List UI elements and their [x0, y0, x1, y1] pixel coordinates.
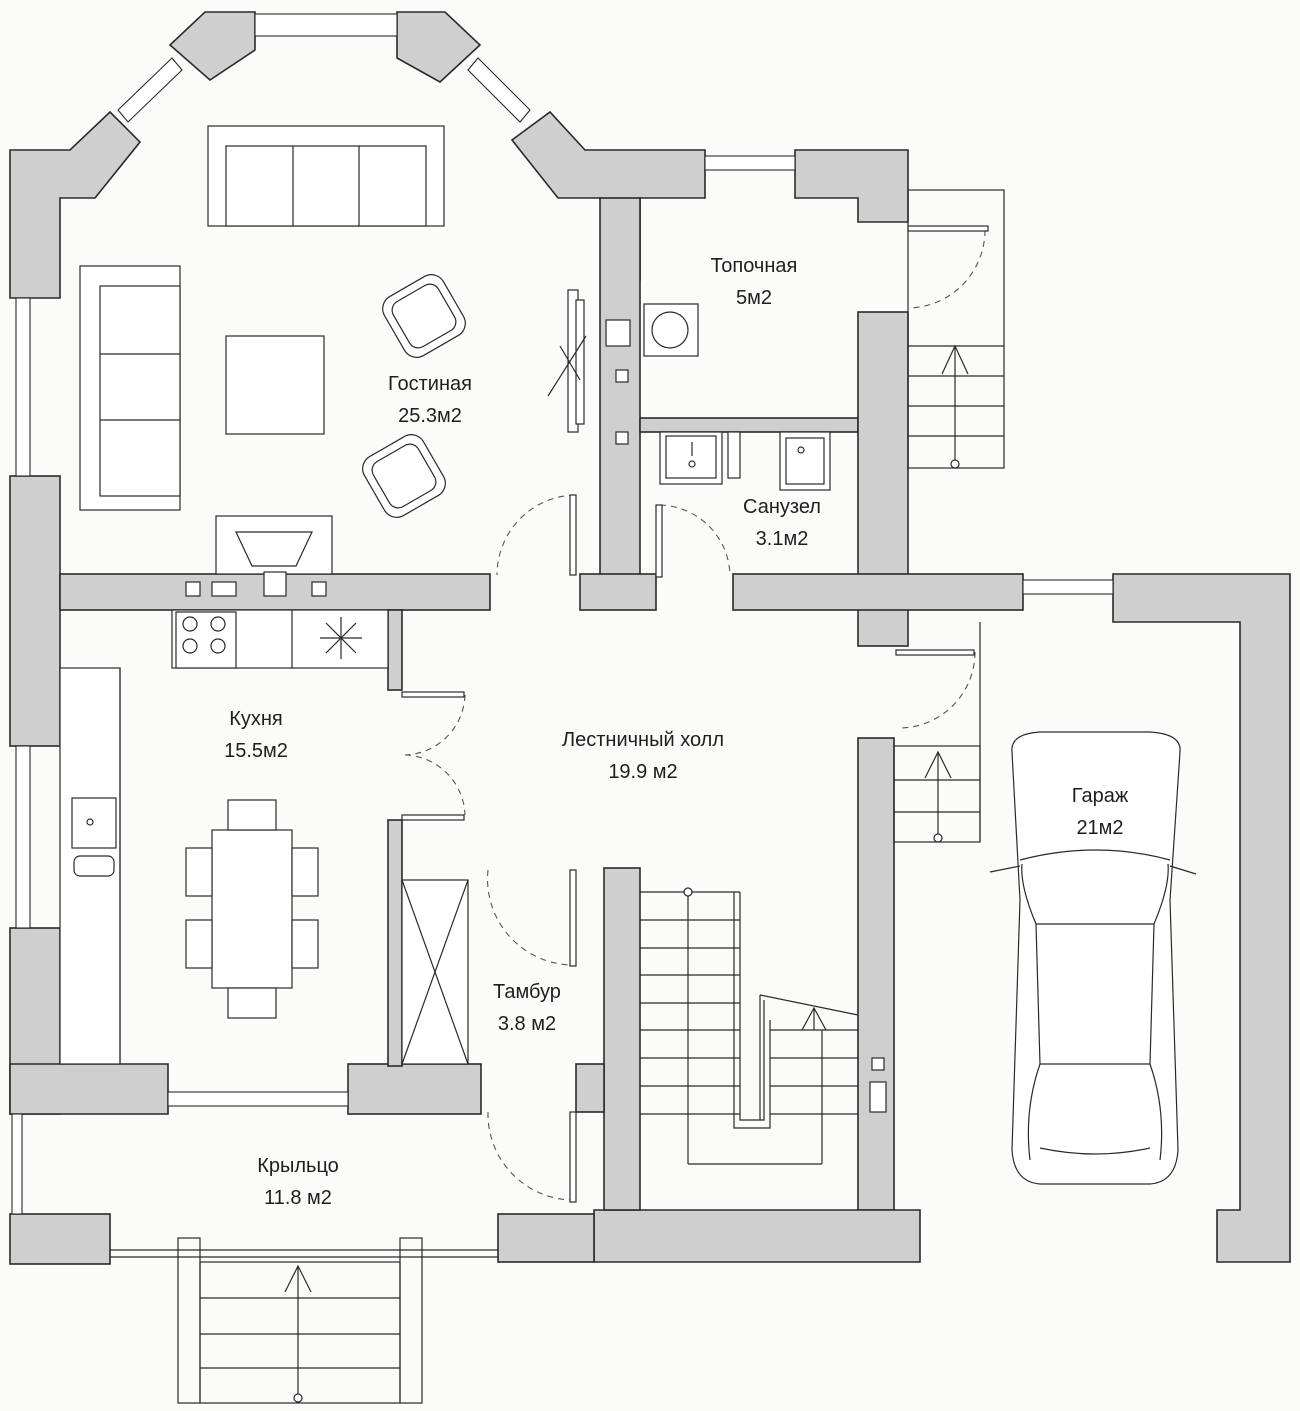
- stairs-garage: [893, 622, 981, 843]
- living-furniture: [79, 125, 631, 597]
- tv: [547, 289, 587, 433]
- wall-stair-garage: [857, 737, 895, 1211]
- kitchen-furniture: [59, 609, 389, 1065]
- window-bay-right: [467, 57, 531, 123]
- room-area-krylco: 11.8 м2: [264, 1187, 332, 1209]
- door-living-leaf: [569, 494, 577, 576]
- door-boiler-ext-leaf: [907, 225, 989, 232]
- door-tambur: [486, 869, 573, 966]
- wall-porch-right: [497, 1213, 595, 1263]
- coffee-table: [225, 335, 325, 435]
- door-entry-leaf: [569, 1111, 577, 1203]
- wall-bath-bottom: [732, 573, 1024, 611]
- hood-star: [320, 617, 362, 659]
- door-garage-leaf: [895, 649, 975, 656]
- kitchen-sink: [71, 797, 117, 849]
- door-garage: [899, 651, 976, 729]
- walls: [9, 11, 1291, 1265]
- armchair-lower: [362, 434, 446, 518]
- door-bath-leaf: [655, 504, 663, 578]
- room-name-hall: Лестничный холл: [562, 729, 724, 751]
- wall-kitchen-tambur: [387, 819, 403, 1067]
- window-garage-top: [1022, 579, 1114, 595]
- room-name-sanuzel: Санузел: [743, 496, 821, 518]
- car: [989, 731, 1197, 1185]
- windows: [11, 13, 1114, 1258]
- room-name-gostinaya: Гостиная: [388, 373, 472, 395]
- armchair-upper: [382, 274, 466, 358]
- wall-center-low: [579, 573, 657, 611]
- stairs-porch: [177, 1237, 423, 1404]
- wall-kitchen-bottom-right: [347, 1063, 482, 1115]
- wall-center-upper: [599, 197, 641, 579]
- wall-tambur-right: [575, 1063, 605, 1113]
- room-area-gostinaya: 25.3м2: [398, 405, 462, 427]
- boiler-bath-furniture: [643, 303, 831, 491]
- window-bay-top: [254, 13, 398, 37]
- dining-table: [211, 829, 293, 989]
- window-kitchen-bottom: [167, 1091, 349, 1107]
- wardrobe: [401, 879, 469, 1065]
- door-living: [496, 494, 576, 576]
- room-area-topochnaya: 5м2: [736, 287, 772, 309]
- room-name-krylco: Крыльцо: [257, 1155, 339, 1177]
- room-area-kuhnya: 15.5м2: [224, 740, 288, 762]
- door-tambur-leaf: [569, 869, 577, 967]
- wall-garage-right: [1112, 573, 1291, 1263]
- door-entry: [487, 1111, 573, 1201]
- door-bath: [659, 504, 731, 576]
- door-kitchen-b: [404, 754, 466, 816]
- room-area-hall: 19.9 м2: [608, 761, 677, 783]
- window-boiler-top: [704, 155, 796, 171]
- door-kitchen-a: [404, 694, 466, 756]
- garage-switch-2: [869, 1081, 887, 1113]
- wall-bay-corner-ne: [396, 11, 482, 83]
- door-boiler-ext: [909, 229, 986, 309]
- room-area-tambur: 3.8 м2: [498, 1013, 556, 1035]
- room-name-kuhnya: Кухня: [229, 708, 283, 730]
- wall-porch-left: [9, 1213, 111, 1265]
- doors: [401, 225, 989, 1203]
- room-area-garazh: 21м2: [1076, 817, 1123, 839]
- room-name-topochnaya: Топочная: [711, 255, 798, 277]
- stairs-boiler-exterior: [907, 189, 1005, 469]
- room-labels: Гостиная 25.3м2 Топочная 5м2 Санузел 3.1…: [224, 255, 1129, 1209]
- wall-kitchen-hall: [387, 609, 403, 691]
- door-kitchen-leaf-a: [401, 691, 465, 698]
- window-kitchen-left: [15, 745, 31, 929]
- wall-boiler-bath: [639, 417, 859, 433]
- wall-stair-left: [603, 867, 641, 1211]
- room-name-tambur: Тамбур: [493, 981, 561, 1003]
- stairs-main: [640, 887, 859, 1165]
- wall-boiler-top-right: [794, 149, 909, 223]
- wall-garage-bottom: [593, 1209, 921, 1263]
- window-bay-left: [117, 57, 183, 123]
- door-kitchen-leaf-b: [401, 814, 465, 821]
- wall-left-mid: [9, 475, 61, 747]
- window-living-left: [15, 297, 31, 477]
- room-area-sanuzel: 3.1м2: [756, 528, 809, 550]
- window-porch-left: [11, 1113, 23, 1215]
- garage-switch-1: [871, 1057, 885, 1071]
- wall-kitchen-bottom-left: [9, 1063, 169, 1115]
- room-name-garazh: Гараж: [1072, 785, 1129, 807]
